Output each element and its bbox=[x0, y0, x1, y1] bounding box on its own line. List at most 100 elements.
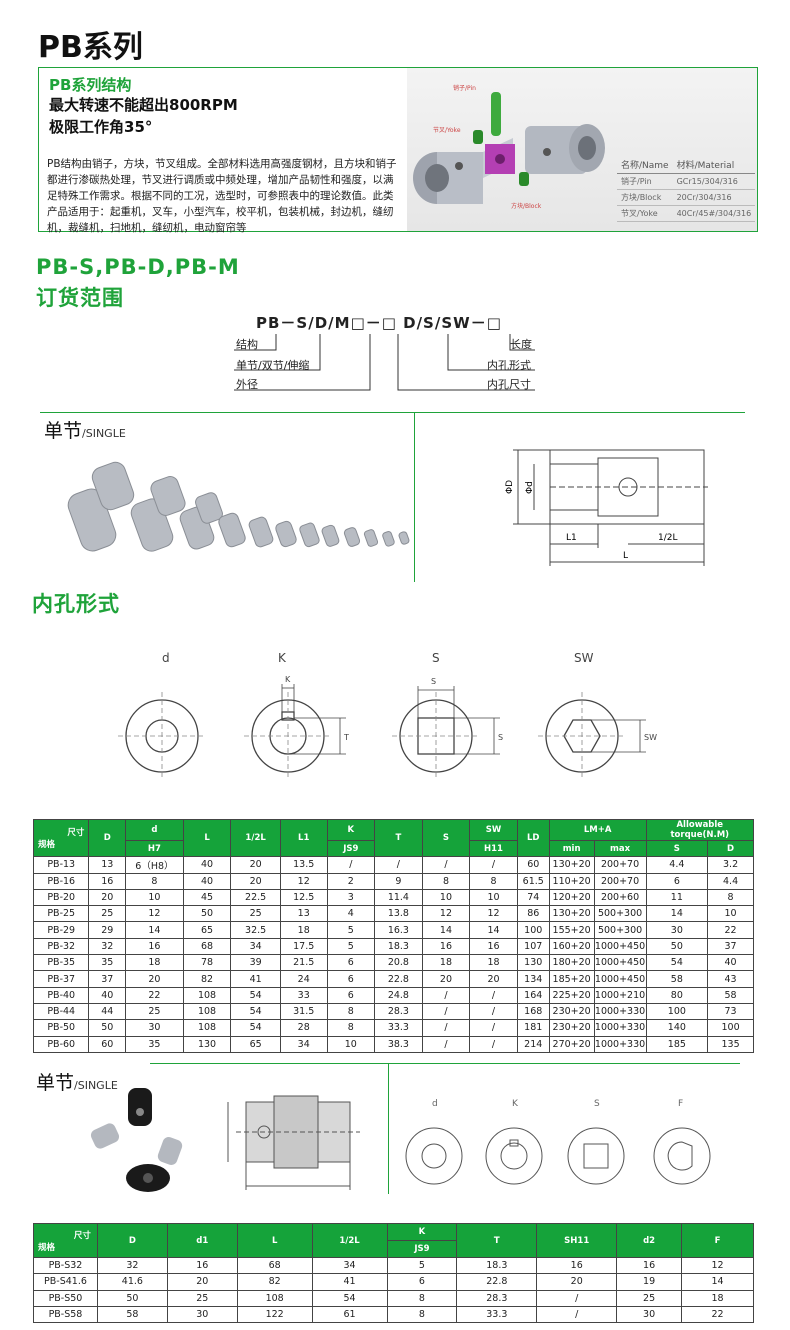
exploded-joint-drawing: 销子/Pin 节叉/Yoke 方块/Block bbox=[413, 84, 605, 210]
yoke-callout: 节叉/Yoke bbox=[433, 126, 461, 134]
table-cell: 16 bbox=[125, 937, 184, 956]
bore-type-k: K bbox=[278, 651, 287, 665]
structure-description: PB结构由销子，方块，节叉组成。全部材料选用高强度钢材，且方块和销子都进行渗碳热… bbox=[47, 158, 397, 234]
table-cell: 3.2 bbox=[707, 856, 754, 874]
table-cell: 45 bbox=[182, 888, 232, 907]
right-yoke-image bbox=[525, 124, 605, 174]
table-cell: 34 bbox=[279, 1035, 328, 1053]
page-title: PB系列 bbox=[38, 30, 143, 65]
table-cell: / bbox=[374, 856, 423, 874]
table-cell: 6（H8） bbox=[125, 856, 184, 874]
table-cell: 41 bbox=[230, 970, 281, 988]
row-model-cell: PB-50 bbox=[32, 1019, 90, 1037]
table-cell: 230+20 bbox=[548, 1002, 595, 1021]
table-cell: 100 bbox=[516, 921, 550, 939]
table-cell: 270+20 bbox=[548, 1035, 595, 1053]
table-cell: 16 bbox=[536, 1256, 618, 1275]
max-speed-text: 最大转速不能超出800RPM bbox=[49, 96, 238, 114]
table-cell: / bbox=[421, 986, 471, 1004]
label-type: 单节/双节/伸缩 bbox=[236, 359, 310, 372]
table-cell: 16 bbox=[469, 937, 518, 956]
row-model-cell: PB-29 bbox=[32, 921, 90, 939]
table-cell: 38.3 bbox=[374, 1035, 423, 1053]
table-cell: 4.4 bbox=[707, 872, 754, 890]
table-cell: 68 bbox=[182, 937, 232, 956]
table-cell: / bbox=[469, 856, 518, 874]
table-cell: 122 bbox=[236, 1305, 313, 1324]
row-model-cell: PB-35 bbox=[32, 954, 90, 972]
table-cell: 39 bbox=[230, 954, 281, 972]
structure-panel: PB系列结构 最大转速不能超出800RPM 极限工作角35° PB结构由销子，方… bbox=[38, 67, 758, 234]
row-model-cell: PB-37 bbox=[32, 970, 90, 988]
table-cell: 22 bbox=[681, 1305, 754, 1324]
table-cell: 54 bbox=[230, 1002, 281, 1021]
single-dimension-drawing-2 bbox=[227, 1095, 360, 1190]
table-cell: 12 bbox=[421, 905, 471, 923]
table-cell: 108 bbox=[182, 1019, 232, 1037]
spec-table-pbs: 尺寸 规格 D d1 L 1/2L K T SH11 d2 F JS9 PB-S… bbox=[33, 1223, 754, 1324]
table-cell: / bbox=[469, 1002, 518, 1021]
table-cell: 18 bbox=[125, 954, 184, 972]
pin-callout: 销子/Pin bbox=[453, 84, 476, 92]
table-cell: 11 bbox=[645, 888, 709, 907]
table-cell: 6 bbox=[645, 872, 709, 890]
table-cell: 1000+450 bbox=[593, 970, 647, 988]
row-model-cell: PB-S58 bbox=[33, 1305, 98, 1324]
table-cell: 110+20 bbox=[548, 872, 595, 890]
table-cell: 61 bbox=[311, 1305, 388, 1324]
table-cell: 22.8 bbox=[456, 1273, 538, 1291]
table-cell: 1000+330 bbox=[593, 1002, 647, 1021]
table-cell: 65 bbox=[182, 921, 232, 939]
table-cell: / bbox=[469, 1019, 518, 1037]
bore2-type-s: S bbox=[594, 1099, 600, 1109]
table-cell: 14 bbox=[645, 905, 709, 923]
table-cell: 168 bbox=[516, 1002, 550, 1021]
table-cell: 37 bbox=[707, 937, 754, 956]
table-cell: 60 bbox=[516, 856, 550, 874]
table-cell: 33.3 bbox=[374, 1019, 423, 1037]
table-cell: 12 bbox=[279, 872, 328, 890]
table-cell: 12.5 bbox=[279, 888, 328, 907]
bore-mark-s-side: S bbox=[498, 733, 503, 742]
table-cell: 24 bbox=[279, 970, 328, 988]
bore2-type-d: d bbox=[432, 1099, 438, 1109]
table-cell: 5 bbox=[326, 937, 376, 956]
table-cell: 108 bbox=[182, 986, 232, 1004]
row-model-cell: PB-25 bbox=[32, 905, 90, 923]
bore-type-s: S bbox=[432, 651, 440, 665]
table-cell: 10 bbox=[326, 1035, 376, 1053]
table-cell: 20.8 bbox=[374, 954, 423, 972]
table-cell: 20 bbox=[469, 970, 518, 988]
table-cell: 3 bbox=[326, 888, 376, 907]
table-cell: 41 bbox=[311, 1273, 388, 1291]
table-cell: 35 bbox=[88, 954, 127, 972]
table-cell: 30 bbox=[616, 1305, 683, 1324]
table-cell: 2 bbox=[326, 872, 376, 890]
table-cell: 8 bbox=[469, 872, 518, 890]
section-divider-2 bbox=[150, 1063, 740, 1064]
dim-outer-diameter: ΦD bbox=[505, 480, 515, 494]
table-cell: 20 bbox=[421, 970, 471, 988]
dim-inner-diameter: Φd bbox=[525, 481, 535, 494]
table-cell: / bbox=[421, 1035, 471, 1053]
table-cell: 20 bbox=[536, 1273, 618, 1291]
table-cell: 6 bbox=[386, 1273, 458, 1291]
table-cell: / bbox=[469, 986, 518, 1004]
table-cell: 80 bbox=[645, 986, 709, 1004]
table-cell: 40 bbox=[707, 954, 754, 972]
table-cell: 50 bbox=[88, 1019, 127, 1037]
table-cell: 130 bbox=[182, 1035, 232, 1053]
table-cell: 8 bbox=[125, 872, 184, 890]
table-cell: 40 bbox=[88, 986, 127, 1004]
table-cell: 28.3 bbox=[456, 1289, 538, 1307]
label-bore-size: 内孔尺寸 bbox=[487, 378, 531, 391]
table-cell: 108 bbox=[236, 1289, 313, 1307]
bore-forms-drawing-2: d K S F bbox=[405, 1099, 711, 1185]
row-model-cell: PB-40 bbox=[32, 986, 90, 1004]
table-cell: 25 bbox=[616, 1289, 683, 1307]
